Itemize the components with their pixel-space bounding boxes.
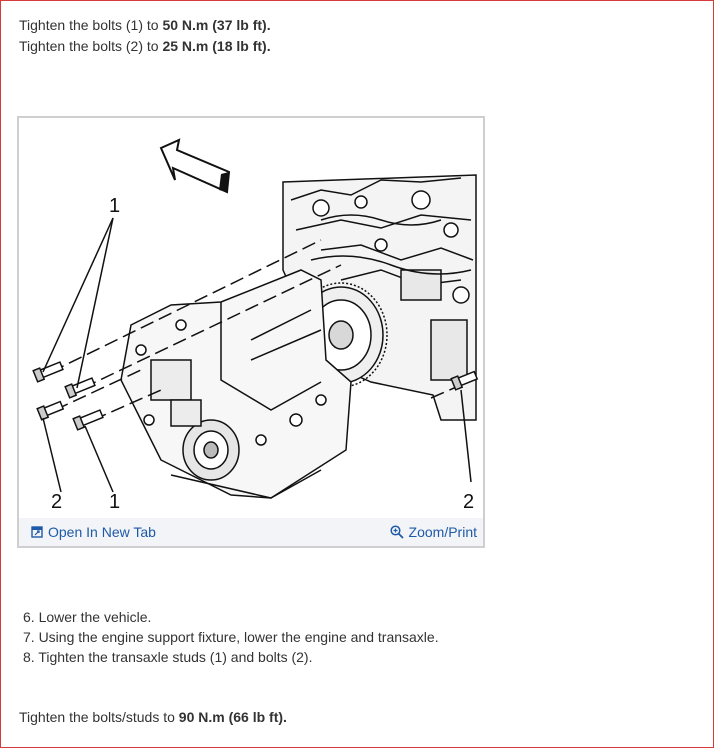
- direction-arrow-icon: [159, 138, 231, 194]
- transaxle-housing: [120, 269, 352, 499]
- torque-spec-2: Tighten the bolts (2) to 25 N.m (18 lb f…: [19, 37, 271, 55]
- zoom-icon: [389, 525, 404, 539]
- engine-block: [282, 174, 477, 421]
- open-in-new-tab-link[interactable]: Open In New Tab: [31, 524, 156, 540]
- figure-toolbar: Open In New Tab Zoom/Print: [19, 518, 483, 546]
- final-torque-text: Tighten the bolts/studs to: [19, 709, 179, 725]
- figure-container: 1 2 1 2 Open In New Tab Zoom/Print: [17, 116, 485, 548]
- torque-spec-2-text: Tighten the bolts (2) to: [19, 38, 163, 54]
- torque-spec-1-text: Tighten the bolts (1) to: [19, 17, 163, 33]
- open-in-new-tab-label: Open In New Tab: [48, 524, 156, 540]
- torque-spec-1: Tighten the bolts (1) to 50 N.m (37 lb f…: [19, 16, 271, 34]
- final-torque-spec: Tighten the bolts/studs to 90 N.m (66 lb…: [19, 708, 287, 726]
- callout-1-top: 1: [109, 195, 120, 217]
- torque-spec-1-value: 50 N.m (37 lb ft).: [162, 17, 271, 33]
- callout-leaders: [42, 217, 472, 493]
- step-8: 8. Tighten the transaxle studs (1) and b…: [23, 649, 313, 665]
- torque-spec-2-value: 25 N.m (18 lb ft).: [162, 38, 271, 54]
- final-torque-value: 90 N.m (66 lb ft).: [178, 709, 287, 725]
- callout-2-right: 2: [463, 491, 474, 513]
- callout-1-bottom: 1: [109, 491, 120, 513]
- bolt-icons: [32, 361, 479, 431]
- step-7: 7. Using the engine support fixture, low…: [23, 629, 439, 645]
- zoom-print-label: Zoom/Print: [408, 524, 477, 540]
- open-tab-icon: [31, 526, 43, 538]
- step-6: 6. Lower the vehicle.: [23, 609, 152, 625]
- transaxle-illustration: 1 2 1 2: [32, 138, 479, 513]
- callout-2-left: 2: [51, 491, 62, 513]
- procedure-steps: 6. Lower the vehicle. 7. Using the engin…: [23, 607, 439, 667]
- zoom-print-link[interactable]: Zoom/Print: [389, 524, 477, 540]
